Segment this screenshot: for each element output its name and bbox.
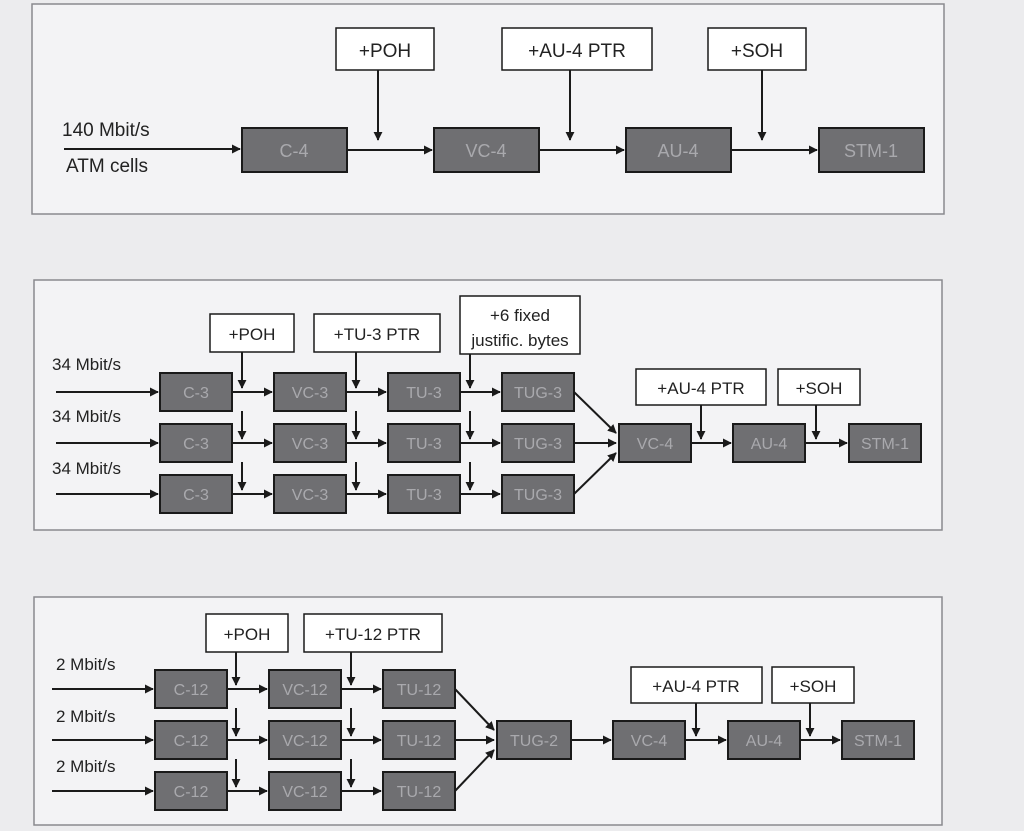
block-label: STM-1: [844, 141, 898, 161]
merge-arrow: [454, 688, 495, 731]
input-label: 2 Mbit/s: [56, 655, 116, 674]
addon-box: [771, 666, 855, 704]
block-label: VC-12: [282, 784, 327, 801]
addon-label: +TU-3 PTR: [334, 325, 420, 344]
block: [612, 720, 686, 760]
addon-box: [459, 295, 581, 355]
addon-box: [335, 27, 435, 71]
addon-box: [630, 666, 763, 704]
addon-label: +POH: [359, 41, 411, 62]
block-label: AU-4: [657, 141, 698, 161]
block: [387, 372, 461, 412]
block: [501, 372, 575, 412]
block: [818, 127, 925, 173]
input-label: 2 Mbit/s: [56, 707, 116, 726]
block: [501, 423, 575, 463]
block: [841, 720, 915, 760]
addon-label: +AU-4 PTR: [652, 677, 739, 696]
block-label: TU-12: [397, 784, 442, 801]
addon-box: [205, 613, 289, 653]
addon-label: +SOH: [796, 379, 843, 398]
block-label: TUG-3: [514, 385, 562, 402]
addon-label: +SOH: [790, 677, 837, 696]
addon-label: +AU-4 PTR: [657, 379, 744, 398]
block-label: VC-12: [282, 682, 327, 699]
input-label: 34 Mbit/s: [52, 355, 121, 374]
block-label: TUG-3: [514, 436, 562, 453]
block: [159, 474, 233, 514]
input-label: 34 Mbit/s: [52, 407, 121, 426]
block-label: AU-4: [746, 733, 783, 750]
block-label: TUG-2: [510, 733, 558, 750]
block: [159, 372, 233, 412]
block-label: C-3: [183, 436, 209, 453]
block-label: C-12: [174, 733, 209, 750]
input-label: ATM cells: [66, 156, 148, 177]
block-label: TUG-3: [514, 487, 562, 504]
addon-label: +POH: [229, 325, 276, 344]
block-label: VC-12: [282, 733, 327, 750]
panel-frame: [31, 3, 945, 215]
block-label: VC-4: [631, 733, 668, 750]
block: [727, 720, 801, 760]
addon-box: [303, 613, 443, 653]
block: [273, 474, 347, 514]
block: [273, 423, 347, 463]
addon-label: +6 fixed: [490, 306, 550, 325]
addon-label: +AU-4 PTR: [528, 41, 626, 62]
block-label: C-4: [279, 141, 308, 161]
addon-label: justific. bytes: [470, 331, 568, 350]
block-label: C-12: [174, 682, 209, 699]
merge-arrow: [454, 749, 495, 792]
input-label: 34 Mbit/s: [52, 459, 121, 478]
addon-label: +TU-12 PTR: [325, 625, 421, 644]
block-label: C-3: [183, 487, 209, 504]
block-label: TU-12: [397, 682, 442, 699]
block-label: STM-1: [861, 436, 909, 453]
block-label: STM-1: [854, 733, 902, 750]
addon-label: +POH: [224, 625, 271, 644]
block-label: TU-12: [397, 733, 442, 750]
addon-box: [777, 368, 861, 406]
block: [268, 771, 342, 811]
block-label: TU-3: [406, 385, 442, 402]
panel-2mbit: 2 Mbit/s 2 Mbit/s 2 Mbit/s +POH +TU-12 P…: [33, 596, 943, 826]
panel-140mbit: 140 Mbit/s ATM cells +POH +AU-4 PTR +SOH…: [31, 3, 945, 215]
block-label: TU-3: [406, 487, 442, 504]
block-label: TU-3: [406, 436, 442, 453]
block: [382, 771, 456, 811]
block: [848, 423, 922, 463]
block: [387, 474, 461, 514]
addon-label: +SOH: [731, 41, 783, 62]
block: [618, 423, 692, 463]
block: [387, 423, 461, 463]
block-label: VC-4: [637, 436, 674, 453]
block: [625, 127, 732, 173]
block-label: VC-3: [292, 385, 329, 402]
input-label: 2 Mbit/s: [56, 757, 116, 776]
block-label: C-3: [183, 385, 209, 402]
merge-arrow: [573, 391, 617, 434]
block-label: VC-3: [292, 436, 329, 453]
block-label: AU-4: [751, 436, 788, 453]
input-label: 140 Mbit/s: [62, 120, 150, 141]
block: [154, 771, 228, 811]
block: [154, 720, 228, 760]
block-label: VC-3: [292, 487, 329, 504]
addon-box: [707, 27, 807, 71]
block-label: C-12: [174, 784, 209, 801]
merge-arrow: [573, 452, 617, 495]
block: [501, 474, 575, 514]
addon-box: [209, 313, 295, 353]
addon-box: [635, 368, 767, 406]
block-label: VC-4: [465, 141, 506, 161]
addon-box: [501, 27, 653, 71]
panel-34mbit: 34 Mbit/s 34 Mbit/s 34 Mbit/s +POH +TU-3…: [33, 279, 943, 531]
block: [154, 669, 228, 709]
block: [382, 720, 456, 760]
addon-box: [313, 313, 441, 353]
block: [433, 127, 540, 173]
